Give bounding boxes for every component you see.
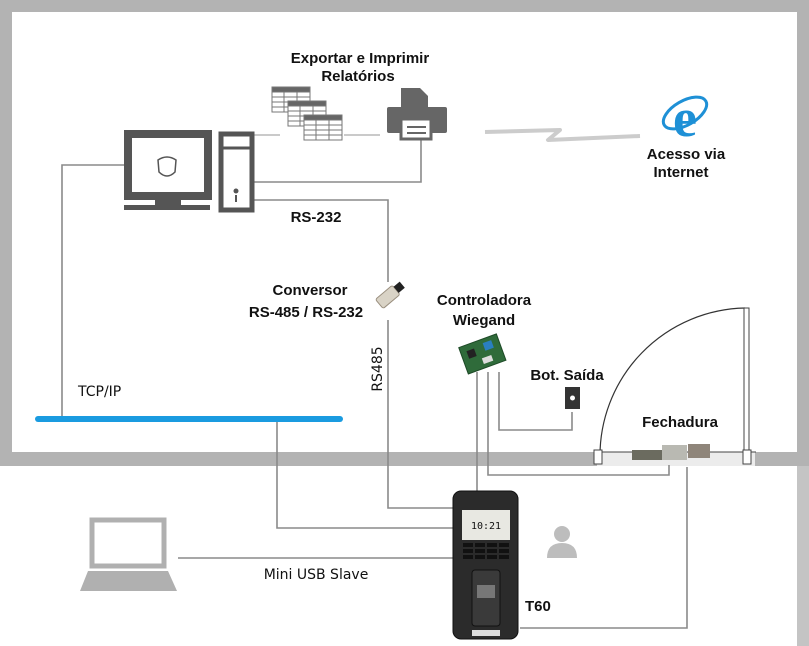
usb-label: Mini USB Slave [264, 567, 369, 583]
wiegand-label: Wiegand [453, 312, 515, 329]
right-wall [797, 466, 809, 646]
pc-tower-icon [218, 131, 255, 213]
spreadsheet-icon [271, 86, 343, 141]
internet-label: Internet [653, 164, 708, 181]
converter-icon [375, 281, 405, 309]
t60-reader-device: 10:21 [452, 490, 519, 640]
rs232-label: RS-232 [291, 209, 342, 226]
wiring [61, 134, 688, 629]
exit-button-label: Bot. Saída [530, 367, 604, 384]
room-interior [12, 12, 797, 452]
person-icon [547, 526, 577, 558]
lock-icon [632, 444, 710, 460]
printer-icon [387, 88, 447, 141]
reports-label: Relatórios [321, 68, 394, 85]
exit-button-icon [565, 387, 580, 409]
converter-label: Conversor [272, 282, 347, 299]
device-label: T60 [525, 598, 551, 615]
device-screen-time: 10:21 [471, 521, 501, 532]
export-label: Exportar e Imprimir [291, 50, 430, 67]
converter-type-label: RS-485 / RS-232 [249, 304, 363, 321]
lock-label: Fechadura [642, 414, 719, 431]
wireless-link-icon [484, 128, 641, 142]
tcpip-label: TCP/IP [77, 384, 121, 400]
door-icon [593, 307, 756, 465]
computer-monitor-icon [124, 130, 212, 210]
svg-text:e: e [673, 88, 697, 148]
rs485-label: RS485 [370, 346, 386, 391]
laptop-icon [80, 517, 177, 591]
internet-access-label: Acesso via [647, 146, 726, 163]
controller-label: Controladora [437, 292, 532, 309]
internet-explorer-icon: e [661, 88, 709, 148]
wiegand-controller-icon [458, 333, 507, 375]
